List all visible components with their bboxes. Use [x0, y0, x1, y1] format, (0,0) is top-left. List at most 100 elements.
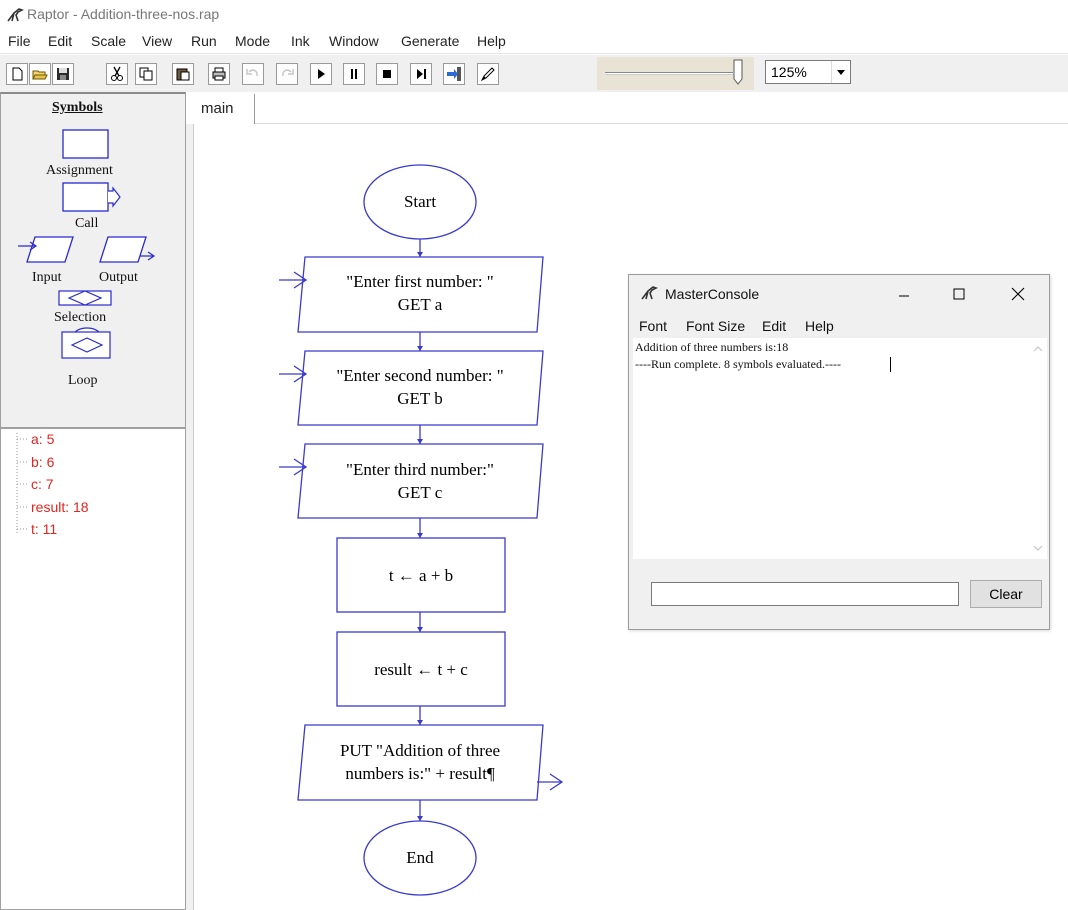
test-server-icon[interactable] — [443, 63, 465, 85]
scroll-down-icon — [1033, 545, 1043, 551]
menu-generate[interactable]: Generate — [401, 33, 460, 49]
input-c-get[interactable]: GET c — [397, 483, 443, 502]
window-title: Raptor - Addition-three-nos.rap — [27, 6, 220, 22]
menu-run[interactable]: Run — [191, 33, 217, 49]
console-menu-font[interactable]: Font — [639, 318, 668, 334]
input-c-prompt[interactable]: "Enter third number:" — [346, 460, 494, 479]
end-label[interactable]: End — [406, 848, 434, 867]
new-file-icon[interactable] — [6, 63, 28, 85]
connector-2-arrowhead — [417, 346, 423, 351]
console-title: MasterConsole — [665, 286, 760, 302]
menu-view[interactable]: View — [142, 33, 173, 49]
pause-icon[interactable] — [343, 63, 365, 85]
symbol-input[interactable]: Input — [32, 270, 62, 285]
zoom-slider-track — [605, 72, 733, 75]
console-menu-font-size[interactable]: Font Size — [686, 318, 746, 334]
menu-file[interactable]: File — [8, 33, 31, 49]
symbols-header: Symbols — [52, 100, 103, 115]
minimize-icon[interactable] — [889, 281, 919, 307]
call-symbol-icon — [62, 182, 109, 212]
title-bar: Raptor - Addition-three-nos.rap — [0, 0, 1068, 30]
raptor-app-icon — [7, 8, 24, 22]
assignment-symbol-icon — [62, 129, 109, 159]
console-menu-edit[interactable]: Edit — [762, 318, 787, 334]
menu-mode[interactable]: Mode — [235, 33, 271, 49]
input-c-arrow-icon — [279, 458, 308, 476]
connector-4-arrowhead — [417, 533, 423, 538]
open-folder-icon[interactable] — [29, 63, 51, 85]
connector-3-arrowhead — [417, 439, 423, 444]
assign-result-label[interactable]: result ← t + c — [374, 660, 468, 679]
input-b-arrow-icon — [279, 365, 308, 383]
zoom-slider[interactable] — [597, 57, 754, 90]
assign-t-box — [336, 537, 506, 613]
symbol-assignment[interactable]: Assignment — [46, 163, 113, 178]
paste-icon[interactable] — [172, 63, 194, 85]
cut-icon[interactable] — [106, 63, 128, 85]
print-icon[interactable] — [208, 63, 230, 85]
connector-6-arrowhead — [417, 720, 423, 725]
menu-scale[interactable]: Scale — [91, 33, 127, 49]
menu-bar: File Edit Scale View Run Mode Ink Window… — [0, 30, 1068, 54]
canvas-border — [186, 124, 194, 910]
pen-icon[interactable] — [477, 63, 499, 85]
tree-lines — [16, 433, 29, 535]
variable-watch-panel: a: 5 b: 6 c: 7 result: 18 t: 11 — [0, 428, 186, 910]
input-a-shape — [297, 256, 544, 333]
menu-edit[interactable]: Edit — [48, 33, 73, 49]
menu-help[interactable]: Help — [477, 33, 506, 49]
symbols-panel: Symbols Assignment Call Input Output Sel… — [0, 92, 186, 428]
input-a-prompt[interactable]: "Enter first number: " — [346, 272, 494, 291]
redo-icon[interactable] — [276, 63, 298, 85]
input-a-arrow-icon — [279, 271, 308, 289]
output-symbol-icon — [99, 236, 147, 263]
tab-main[interactable]: main — [193, 94, 255, 124]
console-menu-help[interactable]: Help — [805, 318, 834, 334]
chevron-down-icon[interactable] — [831, 61, 850, 83]
symbol-call[interactable]: Call — [75, 216, 99, 231]
output-line-2[interactable]: numbers is:" + result¶ — [345, 764, 495, 783]
stop-icon[interactable] — [376, 63, 398, 85]
clear-button[interactable]: Clear — [970, 580, 1042, 608]
undo-icon[interactable] — [242, 63, 264, 85]
symbol-loop[interactable]: Loop — [68, 373, 98, 388]
start-label[interactable]: Start — [403, 192, 437, 211]
variable-result: result: 18 — [31, 499, 89, 515]
connector-1-arrowhead — [417, 252, 423, 257]
output-shape — [297, 724, 544, 801]
input-b-prompt[interactable]: "Enter second number: " — [336, 366, 504, 385]
menu-window[interactable]: Window — [329, 33, 379, 49]
toolbar-separator — [75, 63, 97, 85]
console-input[interactable] — [651, 582, 959, 606]
assign-result-box — [336, 631, 506, 707]
console-output-line: Addition of three numbers is:18 — [635, 340, 789, 354]
symbol-selection[interactable]: Selection — [54, 310, 107, 325]
menu-ink[interactable]: Ink — [291, 33, 310, 49]
console-scrollbar[interactable] — [1029, 338, 1047, 559]
maximize-icon[interactable] — [944, 281, 974, 307]
assign-t-label[interactable]: t ← a + b — [388, 566, 454, 585]
input-a-get[interactable]: GET a — [397, 295, 443, 314]
zoom-slider-thumb[interactable] — [733, 59, 743, 85]
step-icon[interactable] — [410, 63, 432, 85]
variable-t: t: 11 — [31, 521, 58, 537]
input-b-get[interactable]: GET b — [397, 389, 443, 408]
call-arrow-icon — [108, 186, 121, 208]
zoom-select[interactable]: 125% — [765, 60, 851, 84]
close-icon[interactable] — [1003, 281, 1033, 307]
selection-diamond-icon — [67, 290, 103, 306]
copy-icon[interactable] — [135, 63, 157, 85]
save-icon[interactable] — [52, 63, 74, 85]
symbol-output[interactable]: Output — [99, 270, 138, 285]
console-output[interactable]: Addition of three numbers is:18 ----Run … — [633, 338, 1029, 559]
play-icon[interactable] — [310, 63, 332, 85]
output-line-1[interactable]: PUT "Addition of three — [339, 741, 501, 760]
input-b-shape — [297, 350, 544, 426]
variable-b: b: 6 — [31, 454, 55, 470]
master-console-window: MasterConsole Font Font Size Edit Help A… — [628, 274, 1050, 630]
text-cursor — [890, 357, 891, 372]
raptor-app-icon — [641, 286, 658, 300]
connector-5-arrowhead — [417, 627, 423, 632]
tab-strip-divider — [255, 123, 1068, 124]
